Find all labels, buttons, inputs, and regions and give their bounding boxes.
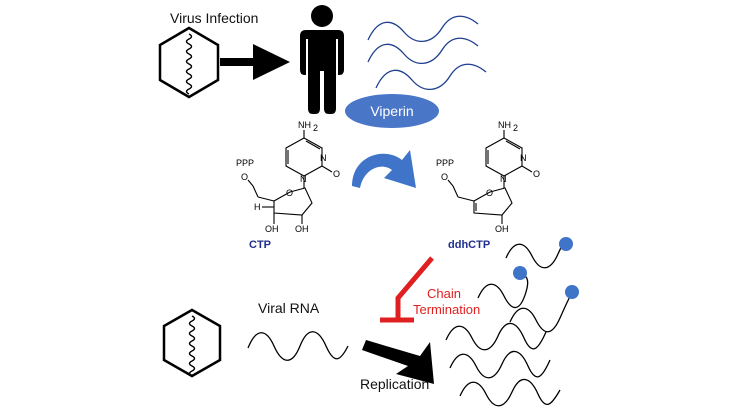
ctp-amine: NH bbox=[298, 120, 311, 130]
ctp-phosphate-o: O bbox=[241, 172, 248, 182]
ctp-structure bbox=[247, 130, 333, 224]
ddhctp-structure bbox=[447, 130, 533, 224]
ddhctp-ring-o: O bbox=[486, 188, 493, 198]
ctp-ring-o: O bbox=[286, 188, 293, 198]
chain-termination-label: Chain Termination bbox=[413, 286, 480, 318]
replicated-rna-waves bbox=[445, 322, 561, 407]
ddhctp-carbonyl-o: O bbox=[533, 169, 540, 179]
virus-capsid-icon bbox=[158, 26, 220, 99]
chain-word: Chain bbox=[427, 286, 461, 301]
curved-arrow-icon bbox=[352, 150, 416, 188]
termination-bar-icon bbox=[380, 256, 434, 323]
interferon-waves-icon bbox=[367, 15, 487, 90]
viperin-ellipse bbox=[345, 94, 439, 128]
ctp-n2: N bbox=[300, 174, 307, 184]
viral-rna-wave bbox=[247, 331, 349, 361]
ctp-oh-3: OH bbox=[265, 224, 279, 234]
ddhctp-amine-sub: 2 bbox=[513, 123, 518, 133]
ctp-ppp: PPP bbox=[236, 158, 254, 168]
termination-word: Termination bbox=[413, 302, 481, 317]
ddhctp-phosphate-o: O bbox=[441, 172, 448, 182]
ctp-carbonyl-o: O bbox=[333, 169, 340, 179]
viperin-label: Viperin bbox=[370, 103, 414, 119]
ddhctp-label: ddhCTP bbox=[448, 239, 491, 251]
replication-arrow bbox=[362, 340, 434, 384]
nucleotide-dot bbox=[565, 285, 579, 299]
ctp-amine-sub: 2 bbox=[313, 123, 318, 133]
virus-capsid-icon bbox=[162, 308, 222, 378]
infection-arrow bbox=[220, 44, 290, 80]
ddhctp-oh: OH bbox=[495, 224, 509, 234]
viral-rna-label: Viral RNA bbox=[258, 300, 320, 316]
human-figure-icon bbox=[300, 5, 344, 114]
nucleotide-dot bbox=[559, 237, 573, 251]
ctp-oh-2: OH bbox=[295, 224, 309, 234]
ddhctp-ppp: PPP bbox=[436, 158, 454, 168]
ctp-label: CTP bbox=[249, 239, 271, 251]
ddhctp-n1: N bbox=[520, 153, 527, 163]
ddhctp-n2: N bbox=[500, 174, 507, 184]
terminated-chains bbox=[477, 240, 573, 333]
virus-infection-label: Virus Infection bbox=[170, 10, 259, 26]
ctp-n1: N bbox=[320, 153, 327, 163]
nucleotide-dot bbox=[513, 266, 527, 280]
ctp-h: H bbox=[254, 202, 261, 212]
ddhctp-amine: NH bbox=[498, 120, 511, 130]
replication-label: Replication bbox=[360, 376, 430, 392]
